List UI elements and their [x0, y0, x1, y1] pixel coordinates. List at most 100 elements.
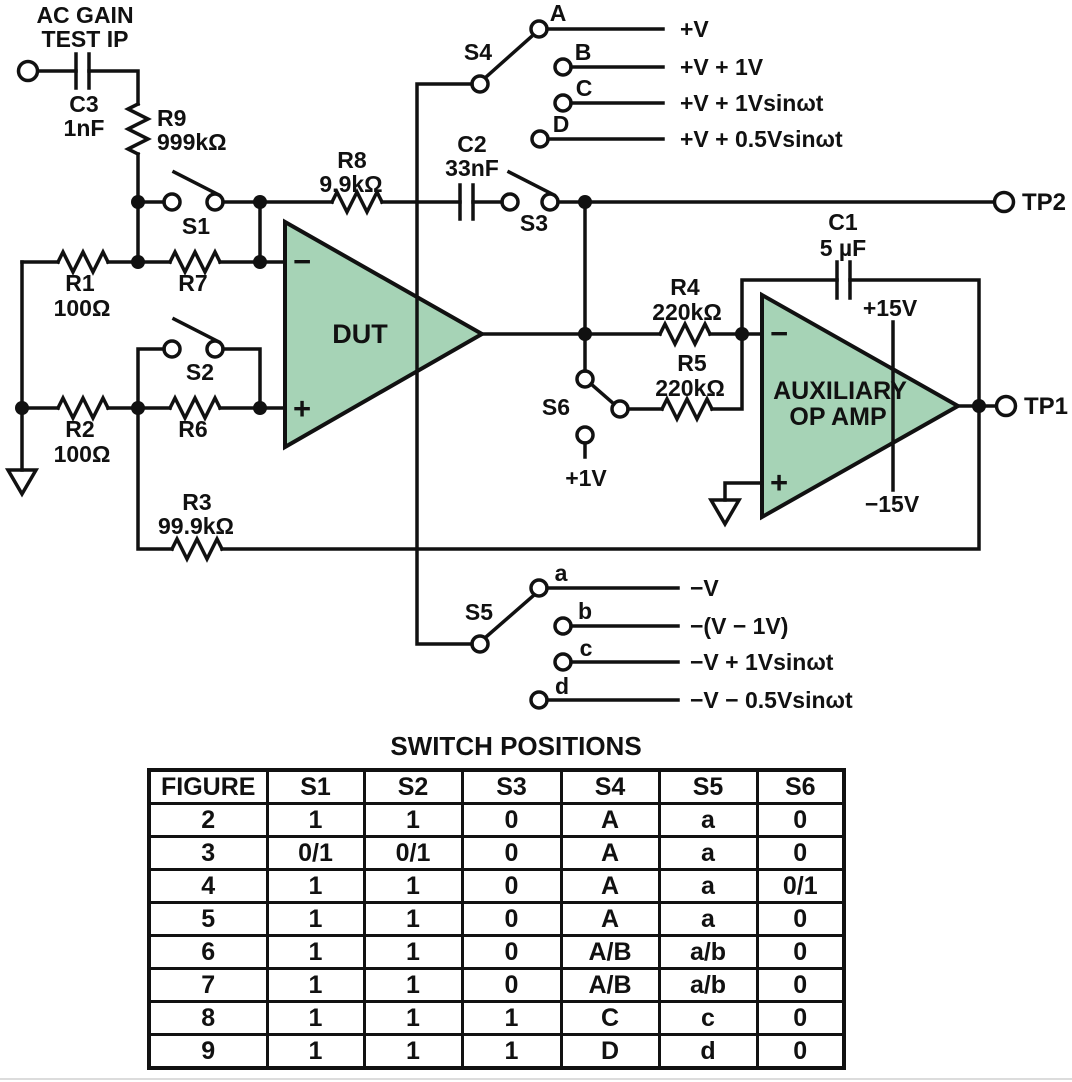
s5-position-a-letter: a	[555, 560, 568, 586]
dut-inverting-input-sign: −	[293, 244, 311, 279]
cell-figure: 8	[147, 1000, 269, 1036]
plus-1v-source-label: +1V	[565, 465, 607, 491]
wire-c1-right	[848, 278, 981, 408]
switch-positions-title: SWITCH POSITIONS	[390, 731, 642, 761]
cell-s6: 0	[755, 967, 846, 1003]
cell-s6: 0	[755, 835, 846, 871]
cell-s4: A	[559, 835, 661, 871]
resistor-r4	[657, 320, 713, 348]
cell-s4: D	[559, 1033, 661, 1070]
switch-s4-contact-b	[553, 57, 573, 77]
r3-label: R3	[182, 489, 211, 515]
s4-position-c-letter: C	[576, 75, 593, 101]
cell-figure: 5	[147, 901, 269, 937]
resistor-r5	[659, 395, 715, 423]
ac-input-terminal	[16, 59, 40, 83]
cell-s2: 1	[362, 868, 464, 904]
cell-s1: 1	[265, 868, 366, 904]
switch-s1-arm	[171, 169, 222, 198]
c1-label: C1	[828, 209, 858, 235]
cell-s1: 1	[265, 934, 366, 970]
cell-figure: 6	[147, 934, 269, 970]
s5-position-d-letter: d	[555, 673, 569, 699]
r2-label: R2	[65, 416, 94, 442]
cell-s4: C	[559, 1000, 661, 1036]
cell-s1: 1	[265, 967, 366, 1003]
c2-label: C2	[457, 131, 486, 157]
s1-label: S1	[182, 213, 210, 239]
s2-label: S2	[186, 359, 214, 385]
wire-c3-r9	[87, 69, 140, 106]
r8-label: R8	[337, 147, 367, 173]
switch-s6-arm	[588, 381, 617, 407]
cell-s5: a	[657, 901, 759, 937]
switch-s4-contact-d	[530, 129, 550, 149]
resistor-r9	[124, 101, 152, 157]
dut-label: DUT	[332, 319, 388, 349]
cell-s2: 1	[362, 1000, 464, 1036]
switch-s6-contact-top	[575, 369, 595, 389]
s5-label: S5	[465, 599, 493, 625]
table-row: 8 1 1 1 C c 0	[147, 1000, 846, 1036]
cell-s5: a	[657, 868, 759, 904]
switch-s6-contact-1v	[575, 425, 595, 445]
cell-s1: 0/1	[265, 835, 366, 871]
wire-r3-rail	[220, 404, 981, 551]
col-header-s4: S4	[559, 768, 661, 805]
switch-s3-contact-right	[540, 192, 560, 212]
table-row: 2 1 1 0 A a 0	[147, 802, 846, 838]
cell-s6: 0/1	[755, 868, 846, 904]
s4-label: S4	[464, 39, 492, 65]
resistor-r7	[167, 248, 223, 276]
cell-s2: 1	[362, 802, 464, 838]
cell-s2: 1	[362, 967, 464, 1003]
switch-s5-contact-a	[529, 578, 549, 598]
cell-s4: A/B	[559, 967, 661, 1003]
wire-aux-plus-gnd	[723, 481, 764, 502]
s4-position-c-value: +V + 1Vsinωt	[680, 90, 824, 116]
cell-s3: 1	[460, 1000, 563, 1036]
s4-position-d-letter: D	[553, 111, 570, 137]
cell-s4: A/B	[559, 934, 661, 970]
cell-s1: 1	[265, 1000, 366, 1036]
wire-r5-riser	[710, 332, 744, 411]
switch-s5-contact-d	[529, 690, 549, 710]
r9-label: R9	[157, 105, 186, 131]
switch-s3-arm	[506, 169, 557, 198]
s3-label: S3	[520, 210, 548, 236]
switch-s5-common-contact	[470, 634, 490, 654]
wires-s4-positions	[545, 27, 665, 141]
cell-figure: 9	[147, 1033, 269, 1070]
cell-s5: a/b	[657, 934, 759, 970]
s5-position-b-value: −(V − 1V)	[690, 613, 788, 639]
tp1-label: TP1	[1024, 393, 1068, 420]
c3-label: C3	[69, 91, 98, 117]
r4-label: R4	[670, 274, 700, 300]
cell-s1: 1	[265, 1033, 366, 1070]
negative-supply-label: −15V	[865, 491, 920, 517]
table-row: 7 1 1 0 A/B a/b 0	[147, 967, 846, 1003]
ac-gain-label-line2: TEST IP	[42, 26, 129, 52]
r6-label: R6	[178, 416, 207, 442]
cell-s6: 0	[755, 934, 846, 970]
switch-positions-table: FIGURE S1 S2 S3 S4 S5 S6 2 1 1 0 A a 0 3…	[147, 768, 846, 1070]
s4-position-b-value: +V + 1V	[680, 54, 764, 80]
cell-s2: 1	[362, 901, 464, 937]
col-header-figure: FIGURE	[147, 768, 269, 805]
cell-s5: a	[657, 802, 759, 838]
resistor-r2	[55, 394, 111, 422]
c2-value: 33nF	[445, 155, 499, 181]
cell-s3: 1	[460, 1033, 563, 1070]
c3-value: 1nF	[64, 115, 105, 141]
cell-s4: A	[559, 868, 661, 904]
r2-value: 100Ω	[54, 441, 111, 467]
cell-s3: 0	[460, 802, 563, 838]
r7-label: R7	[178, 270, 207, 296]
cell-s6: 0	[755, 802, 846, 838]
cell-s1: 1	[265, 901, 366, 937]
wire-s4-s5-rail	[415, 82, 474, 646]
table-row: 9 1 1 1 D d 0	[147, 1033, 846, 1070]
cell-s5: c	[657, 1000, 759, 1036]
r5-label: R5	[677, 350, 707, 376]
wire-c1-left	[740, 278, 839, 336]
